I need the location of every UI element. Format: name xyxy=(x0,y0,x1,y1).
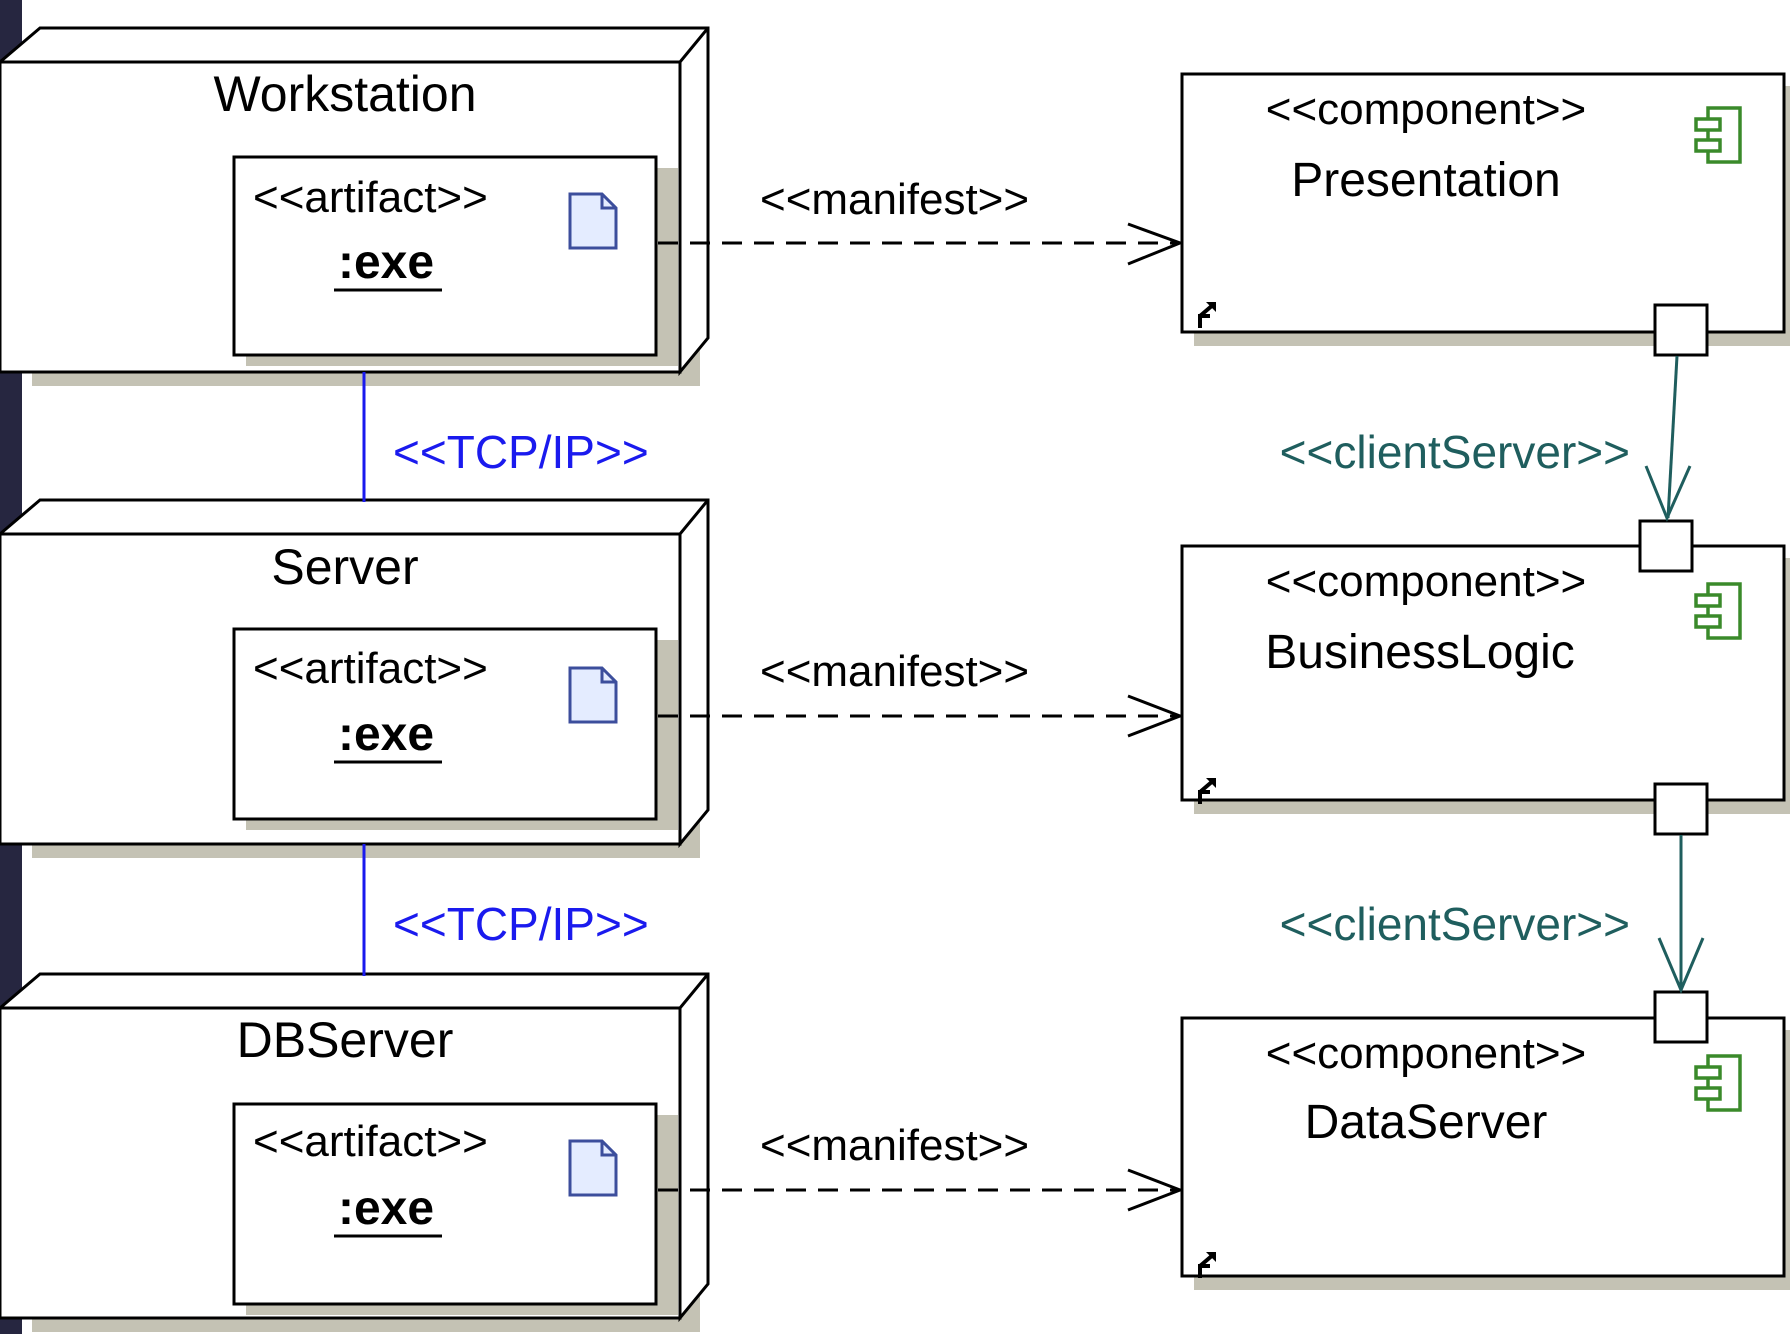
component-presentation[interactable]: <<component>> Presentation xyxy=(1180,72,1790,357)
node-dbserver[interactable]: DBServer <<artifact>> :exe xyxy=(0,972,710,1332)
artifact-name: :exe xyxy=(338,1182,434,1235)
artifact-name: :exe xyxy=(338,708,434,761)
component-name: DataServer xyxy=(1305,1096,1548,1149)
document-icon xyxy=(568,192,618,250)
node-title: DBServer xyxy=(237,1012,454,1068)
tcp-ip-link[interactable]: <<TCP/IP>> xyxy=(362,844,649,976)
component-dataserver[interactable]: <<component>> DataServer xyxy=(1180,990,1790,1290)
artifact-stereotype: <<artifact>> xyxy=(253,173,488,222)
artifact-name: :exe xyxy=(338,236,434,289)
link-label: <<manifest>> xyxy=(760,647,1029,696)
link-label: <<manifest>> xyxy=(760,175,1029,224)
component-stereotype: <<component>> xyxy=(1266,1029,1586,1078)
node-title: Workstation xyxy=(213,66,476,122)
client-server-link[interactable]: <<clientServer>> xyxy=(1280,835,1705,994)
component-name: BusinessLogic xyxy=(1265,626,1575,679)
link-label: <<TCP/IP>> xyxy=(393,426,649,478)
component-businesslogic[interactable]: <<component>> BusinessLogic xyxy=(1180,519,1790,836)
client-server-link[interactable]: <<clientServer>> xyxy=(1280,355,1692,522)
artifact-stereotype: <<artifact>> xyxy=(253,644,488,693)
manifest-link[interactable]: <<manifest>> xyxy=(658,175,1185,266)
artifact-stereotype: <<artifact>> xyxy=(253,1117,488,1166)
manifest-link[interactable]: <<manifest>> xyxy=(658,647,1185,738)
link-label: <<TCP/IP>> xyxy=(393,898,649,950)
component-stereotype: <<component>> xyxy=(1266,85,1586,134)
port[interactable] xyxy=(1653,990,1709,1044)
port[interactable] xyxy=(1653,303,1709,357)
node-workstation[interactable]: Workstation <<artifact>> :exe xyxy=(0,26,710,386)
document-icon xyxy=(568,1139,618,1197)
port[interactable] xyxy=(1653,782,1709,836)
node-server[interactable]: Server <<artifact>> :exe xyxy=(0,498,710,858)
link-label: <<clientServer>> xyxy=(1280,426,1630,478)
artifact-box[interactable]: <<artifact>> :exe xyxy=(232,627,678,830)
component-name: Presentation xyxy=(1291,154,1561,207)
link-label: <<manifest>> xyxy=(760,1121,1029,1170)
document-icon xyxy=(568,666,618,724)
component-stereotype: <<component>> xyxy=(1266,557,1586,606)
node-title: Server xyxy=(271,539,418,595)
artifact-box[interactable]: <<artifact>> :exe xyxy=(232,155,678,366)
tcp-ip-link[interactable]: <<TCP/IP>> xyxy=(362,372,649,502)
port[interactable] xyxy=(1638,519,1694,573)
artifact-box[interactable]: <<artifact>> :exe xyxy=(232,1102,678,1315)
manifest-link[interactable]: <<manifest>> xyxy=(658,1121,1185,1212)
link-label: <<clientServer>> xyxy=(1280,898,1630,950)
